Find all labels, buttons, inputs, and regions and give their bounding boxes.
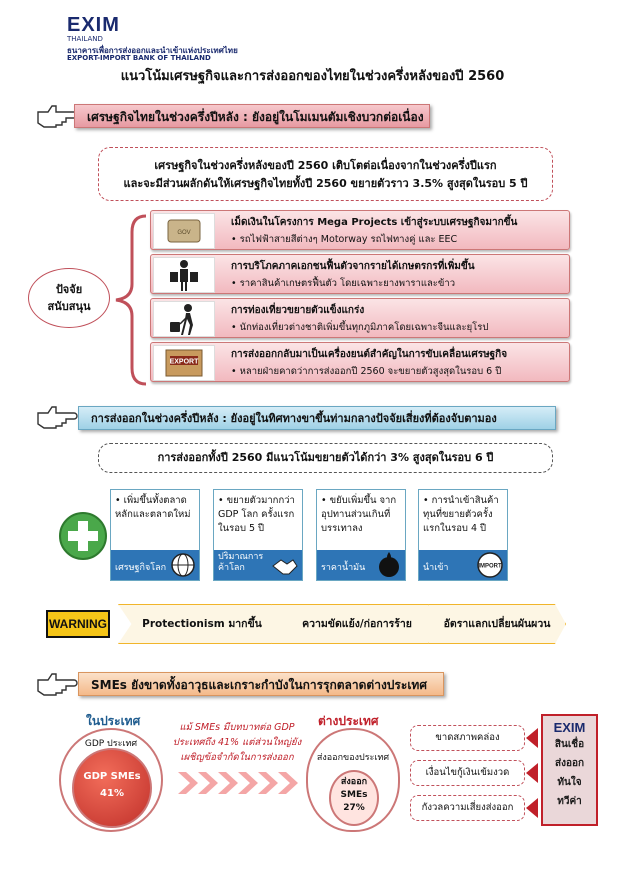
risk-item: ความขัดแย้ง/ก่อการร้าย [271, 604, 443, 644]
government-money-icon: GOV [153, 213, 215, 249]
smes-export-circle [329, 770, 379, 826]
globe-icon [171, 553, 195, 577]
factor-detail: • หลายฝ่ายคาดว่าการส่งออกปี 2560 จะขยายต… [231, 366, 502, 377]
section2-summary: การส่งออกทั้งปี 2560 มีแนวโน้มขยายตัวได้… [98, 443, 553, 473]
bank-name-english: EXPORT-IMPORT BANK OF THAILAND [67, 54, 211, 62]
arrows-decoration [178, 772, 298, 794]
section1-banner: เศรษฐกิจไทยในช่วงครึ่งปีหลัง : ยังอยู่ใน… [74, 104, 430, 128]
exim-loan-panel: EXIM สินเชื่อ ส่งออก ทันใจ ทวีค่า [541, 714, 598, 826]
export-box-icon: EXPORT [153, 345, 215, 381]
card-label: นำเข้า [423, 563, 449, 573]
gdp-smes-circle [72, 748, 152, 828]
summary-line-2: และจะมีส่วนผลักดันให้เศรษฐกิจไทยทั้งปี 2… [123, 177, 528, 190]
smes-note: แม้ SMEs มีบทบาทต่อ GDP ประเทศถึง 41% แต… [172, 722, 302, 763]
oval-line-1: ปัจจัย [55, 283, 83, 296]
national-export-label: ส่งออกของประเทศ [316, 753, 390, 763]
reason-box: เงื่อนไขกู้เงินเข้มงวด [410, 760, 525, 786]
brace-connector [115, 214, 147, 386]
export-factor-card: • เพิ่มขึ้นทั้งตลาดหลักและตลาดใหม่ เศรษฐ… [110, 489, 200, 581]
export-factor-card: • ขยายตัวมากกว่า GDP โลก ครั้งแรกในรอบ 5… [213, 489, 303, 581]
reason-box: กังวลความเสี่ยงส่งออก [410, 795, 525, 821]
foreign-title: ต่างประเทศ [318, 714, 379, 728]
summary-line-1: เศรษฐกิจในช่วงครึ่งหลังของปี 2560 เติบโต… [154, 159, 497, 172]
factor-row: การท่องเที่ยวขยายตัวแข็งแกร่ง • นักท่องเ… [150, 298, 570, 338]
section1-summary: เศรษฐกิจในช่วงครึ่งหลังของปี 2560 เติบโต… [98, 147, 553, 201]
support-factors-oval: ปัจจัย สนับสนุน [28, 268, 110, 328]
factor-row: การบริโภคภาคเอกชนฟื้นตัวจากรายได้เกษตรกร… [150, 254, 570, 294]
factor-detail: • รถไฟฟ้าสายสีต่างๆ Motorway รถไฟทางคู่ … [231, 234, 458, 245]
plus-icon [59, 512, 107, 560]
factor-detail: • นักท่องเที่ยวต่างชาติเพิ่มขึ้นทุกภูมิภ… [231, 322, 489, 333]
gdp-smes-label: GDP SMEs [83, 771, 141, 782]
warning-sign: WARNING [46, 610, 110, 638]
traveler-icon [153, 301, 215, 337]
logo-sub: THAILAND [67, 35, 103, 43]
export-factor-card: • การนำเข้าสินค้าทุนที่ขยายตัวครั้งแรกใน… [418, 489, 508, 581]
pointing-hand-icon [37, 105, 78, 128]
gdp-country-label: GDP ประเทศ [84, 739, 138, 749]
factor-row: EXPORT การส่งออกกลับมาเป็นเครื่องยนต์สำค… [150, 342, 570, 382]
card-label: เศรษฐกิจโลก [115, 563, 167, 573]
left-arrows [526, 728, 538, 818]
oil-barrel-icon [379, 552, 399, 577]
svg-text:EXPORT: EXPORT [170, 359, 200, 366]
svg-text:GOV: GOV [177, 230, 190, 236]
factor-detail: • ราคาสินค้าเกษตรฟื้นตัว โดยเฉพาะยางพารา… [231, 278, 456, 289]
factor-heading: เม็ดเงินในโครงการ Mega Projects เข้าสู่ร… [231, 217, 518, 228]
section2-banner: การส่งออกในช่วงครึ่งปีหลัง : ยังอยู่ในทิ… [78, 406, 556, 430]
pointing-hand-icon [37, 406, 78, 429]
pointing-hand-icon [37, 673, 78, 696]
card-label: ปริมาณการค้าโลก [218, 552, 264, 573]
card-label: ราคาน้ำมัน [321, 563, 366, 573]
section3-banner: SMEs ยังขาดทั้งอาวุธและเกราะกำบังในการรุ… [78, 672, 444, 696]
shopping-person-icon [153, 257, 215, 293]
risk-bar: WARNING Protectionism มากขึ้น ความขัดแย้… [46, 604, 566, 644]
domestic-title: ในประเทศ [86, 714, 141, 728]
page-title: แนวโน้มเศรษฐกิจและการส่งออกของไทยในช่วงค… [120, 69, 505, 84]
exim-logo: EXIM [553, 720, 586, 735]
gdp-smes-value: 41% [100, 788, 124, 799]
factor-row: GOV เม็ดเงินในโครงการ Mega Projects เข้า… [150, 210, 570, 250]
exim-logo: EXIM [67, 14, 120, 36]
reason-box: ขาดสภาพคล่อง [410, 725, 525, 751]
svg-text:IMPORT: IMPORT [478, 564, 502, 570]
export-factor-card: • ขยับเพิ่มขึ้น จากอุปทานส่วนเกินที่บรรเ… [316, 489, 406, 581]
import-stamp-icon: IMPORT [477, 552, 503, 578]
risk-item: Protectionism มากขึ้น [118, 604, 286, 644]
oval-line-2: สนับสนุน [47, 300, 91, 313]
bank-name-thai: ธนาคารเพื่อการส่งออกและนำเข้าแห่งประเทศไ… [67, 46, 238, 55]
smes-export-label: ส่งออก SMEs 27% [340, 777, 368, 813]
handshake-icon [272, 559, 298, 575]
factor-heading: การบริโภคภาคเอกชนฟื้นตัวจากรายได้เกษตรกร… [231, 261, 475, 272]
risk-item: อัตราแลกเปลี่ยนผันผวน [428, 604, 566, 644]
factor-heading: การท่องเที่ยวขยายตัวแข็งแกร่ง [231, 305, 365, 316]
factor-heading: การส่งออกกลับมาเป็นเครื่องยนต์สำคัญในการ… [231, 349, 508, 360]
